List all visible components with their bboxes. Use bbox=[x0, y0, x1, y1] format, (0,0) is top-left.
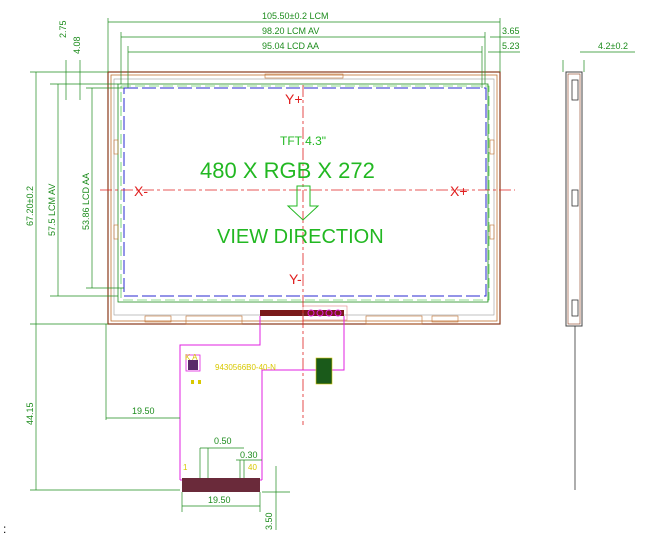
fpc-part-number: 9430566B0-40-N bbox=[215, 363, 276, 372]
view-direction-label: VIEW DIRECTION bbox=[217, 226, 384, 248]
axis-y-minus: Y- bbox=[289, 271, 302, 287]
bottom-dimension-lines bbox=[181, 447, 290, 530]
axis-x-minus: X- bbox=[134, 183, 148, 199]
fpc-tail bbox=[179, 316, 345, 481]
module-outline bbox=[107, 71, 501, 325]
dim-lcm-width: 105.50±0.2 LCM bbox=[262, 11, 328, 21]
dim-top-4-08: 4.08 bbox=[72, 36, 82, 54]
dim-fpc-width: 19.50 bbox=[208, 495, 231, 505]
resolution-label: 480 X RGB X 272 bbox=[200, 158, 375, 183]
tft-size-label: TFT 4.3" bbox=[280, 134, 326, 148]
dim-top-2-75: 2.75 bbox=[58, 20, 68, 38]
axis-y-plus: Y+ bbox=[285, 91, 303, 107]
dim-pin-first: 1 bbox=[183, 463, 188, 472]
dim-lcm-av: 98.20 LCM AV bbox=[262, 26, 319, 36]
stiffener-block bbox=[315, 357, 333, 385]
dim-tail: 3.50 bbox=[264, 512, 274, 530]
tail-connector-label: K A bbox=[185, 353, 198, 362]
axis-x-plus: X+ bbox=[450, 183, 468, 199]
dim-thickness: 4.2±0.2 bbox=[598, 41, 628, 51]
dim-pitch: 0.50 bbox=[214, 436, 232, 446]
fpc-gold-fingers bbox=[182, 478, 260, 492]
dim-pin-last: 40 bbox=[248, 463, 257, 472]
dim-height-total: 67.20±0.2 bbox=[25, 186, 35, 226]
dim-right-5-23: 5.23 bbox=[502, 41, 520, 51]
dim-fpc-offset: 19.50 bbox=[132, 406, 155, 416]
view-direction-arrow bbox=[286, 185, 320, 221]
small-marks bbox=[191, 380, 201, 384]
dim-height-lcm-av: 57.5 LCM AV bbox=[47, 184, 57, 236]
tail-connector bbox=[185, 354, 201, 372]
dim-pin-width: 0.30 bbox=[240, 450, 258, 460]
caption: : bbox=[3, 522, 7, 536]
dim-lcd-aa: 95.04 LCD AA bbox=[262, 41, 319, 51]
fpc-connector-strip bbox=[260, 305, 348, 321]
top-dimension-lines bbox=[107, 18, 635, 88]
centerlines bbox=[100, 85, 515, 425]
dim-right-3-65: 3.65 bbox=[502, 26, 520, 36]
dim-fpc-length: 44.15 bbox=[25, 402, 35, 425]
side-view bbox=[562, 60, 585, 490]
left-dimension-lines bbox=[30, 60, 180, 491]
dim-height-lcd-aa: 53.86 LCD AA bbox=[81, 173, 91, 230]
